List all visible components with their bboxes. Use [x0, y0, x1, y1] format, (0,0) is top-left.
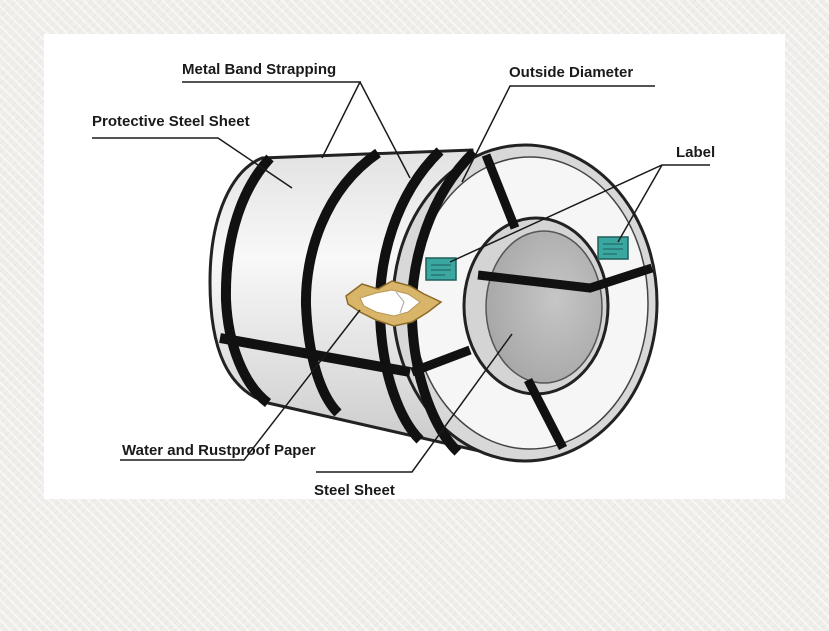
label-metal-band-strapping: Metal Band Strapping — [182, 61, 336, 78]
torn-paper-icon — [345, 280, 443, 327]
label-outside-diameter: Outside Diameter — [509, 64, 633, 81]
face-strap-right — [477, 263, 654, 293]
label-tag-left — [425, 257, 457, 281]
leader-steel-sheet — [316, 333, 513, 473]
label-steel-sheet: Steel Sheet — [314, 482, 395, 499]
inner-bore — [485, 230, 603, 384]
face-strap-top — [481, 153, 520, 230]
body-strap-1 — [220, 154, 274, 407]
body-strap-2 — [300, 148, 381, 417]
face-strap-left — [410, 345, 472, 377]
leader-outside-diameter — [461, 85, 655, 183]
leader-protective-sheet — [92, 137, 293, 189]
label-label: Label — [676, 144, 715, 161]
steel-coil-diagram: Metal Band Strapping Outside Diameter Pr… — [92, 61, 715, 499]
label-water-rustproof-paper: Water and Rustproof Paper — [122, 442, 316, 459]
circumferential-strap — [219, 333, 411, 377]
face-strap-bottom — [523, 377, 568, 451]
label-tag-right — [597, 236, 629, 260]
label-protective-steel-sheet: Protective Steel Sheet — [92, 113, 250, 130]
diagram-panel: Metal Band Strapping Outside Diameter Pr… — [44, 34, 785, 499]
leader-paper — [120, 309, 361, 461]
leader-lines — [92, 81, 710, 473]
